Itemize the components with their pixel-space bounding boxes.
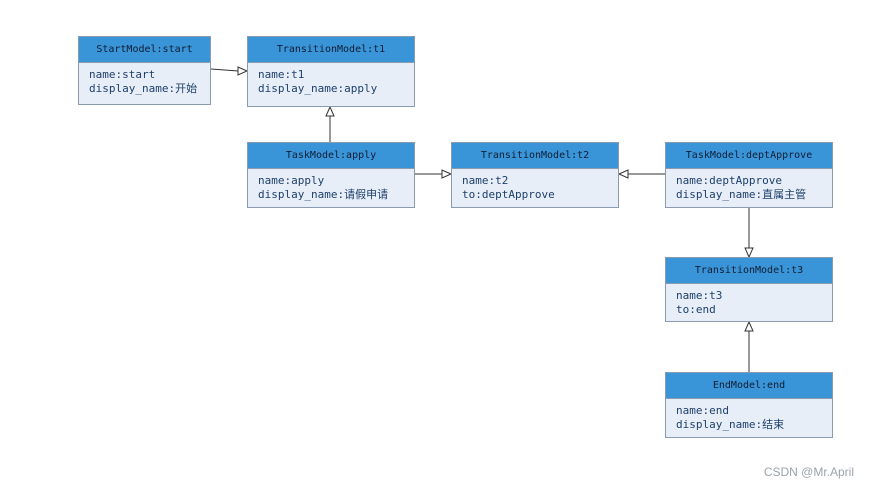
box-transition-t1: TransitionModel:t1 name:t1 display_name:… bbox=[247, 36, 415, 107]
box-line: name:t1 bbox=[258, 68, 305, 81]
box-line: name:start bbox=[89, 68, 156, 81]
box-title: TransitionModel:t2 bbox=[452, 143, 618, 169]
box-body: name:deptApprove display_name:直属主管 bbox=[666, 169, 832, 202]
box-body: name:t2 to:deptApprove bbox=[452, 169, 618, 202]
box-task-apply: TaskModel:apply name:apply display_name:… bbox=[247, 142, 415, 208]
box-body: name:t1 display_name:apply bbox=[248, 63, 414, 96]
box-body: name:apply display_name:请假申请 bbox=[248, 169, 414, 202]
box-line: to:deptApprove bbox=[462, 188, 555, 201]
box-title: TaskModel:deptApprove bbox=[666, 143, 832, 169]
box-line: to:end bbox=[676, 303, 716, 316]
box-line: name:end bbox=[676, 404, 729, 417]
box-transition-t2: TransitionModel:t2 name:t2 to:deptApprov… bbox=[451, 142, 619, 208]
box-body: name:t3 to:end bbox=[666, 284, 832, 317]
box-line: display_name:apply bbox=[258, 82, 378, 95]
box-line: display_name:开始 bbox=[89, 82, 198, 95]
arrowhead-end-to-t3 bbox=[744, 320, 754, 332]
box-line: display_name:结束 bbox=[676, 418, 785, 431]
watermark: CSDN @Mr.April bbox=[763, 465, 854, 479]
edge-start-to-t1 bbox=[210, 68, 239, 72]
box-line: name:deptApprove bbox=[676, 174, 782, 187]
box-body: name:end display_name:结束 bbox=[666, 399, 832, 432]
box-task-deptapprove: TaskModel:deptApprove name:deptApprove d… bbox=[665, 142, 833, 208]
box-title: EndModel:end bbox=[666, 373, 832, 399]
box-start-model: StartModel:start name:start display_name… bbox=[78, 36, 211, 105]
arrowhead-apply-to-t1 bbox=[325, 105, 335, 117]
box-line: name:apply bbox=[258, 174, 325, 187]
arrowhead-start-to-t1 bbox=[237, 66, 249, 76]
box-line: name:t3 bbox=[676, 289, 723, 302]
box-title: TaskModel:apply bbox=[248, 143, 414, 169]
box-title: TransitionModel:t3 bbox=[666, 258, 832, 284]
box-end-model: EndModel:end name:end display_name:结束 bbox=[665, 372, 833, 438]
box-body: name:start display_name:开始 bbox=[79, 63, 210, 96]
box-transition-t3: TransitionModel:t3 name:t3 to:end bbox=[665, 257, 833, 322]
box-line: display_name:直属主管 bbox=[676, 188, 807, 201]
arrowhead-apply-to-t2 bbox=[441, 169, 453, 179]
box-line: display_name:请假申请 bbox=[258, 188, 389, 201]
box-title: StartModel:start bbox=[79, 37, 210, 63]
box-title: TransitionModel:t1 bbox=[248, 37, 414, 63]
arrowhead-deptapprove-to-t3 bbox=[744, 247, 754, 259]
box-line: name:t2 bbox=[462, 174, 509, 187]
arrowhead-deptapprove-to-t2 bbox=[617, 169, 629, 179]
